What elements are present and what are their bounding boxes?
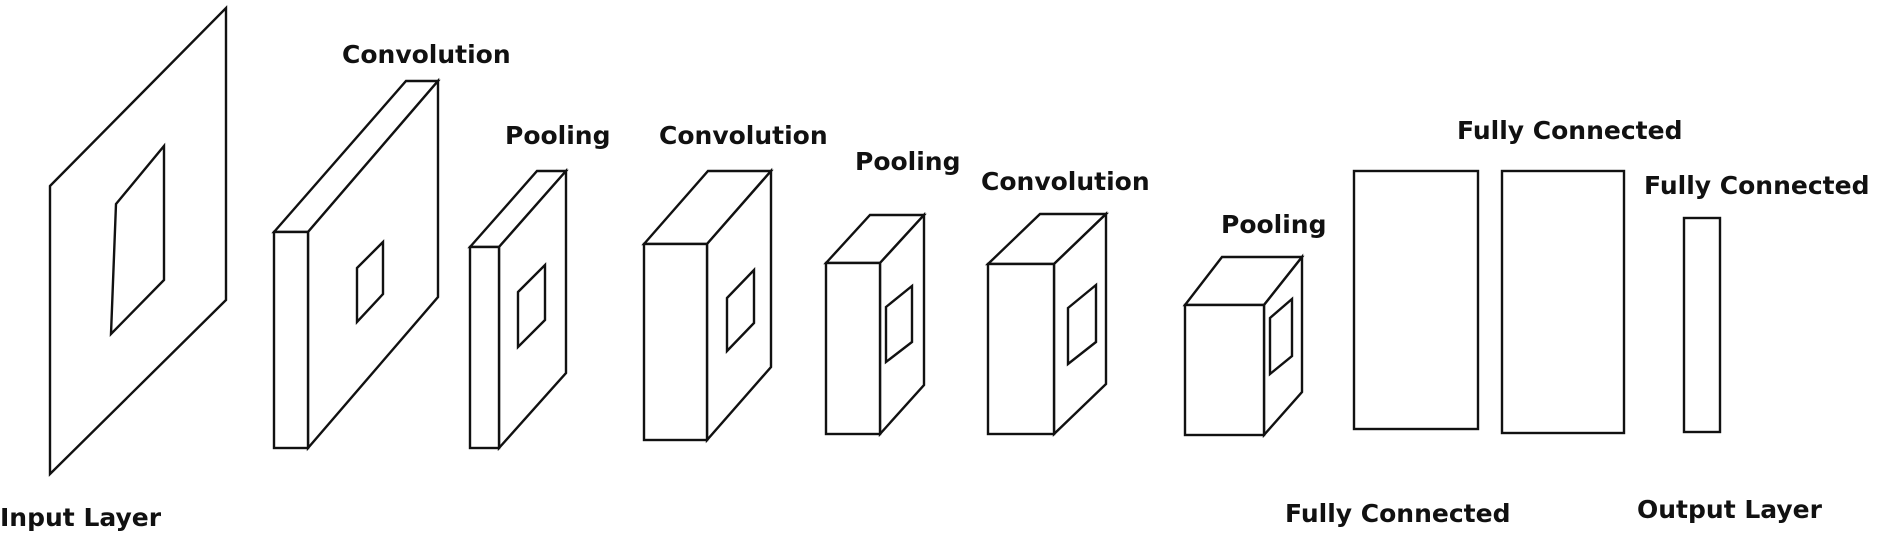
pooling-2-block — [823, 211, 927, 438]
pooling-3-block — [1182, 253, 1305, 439]
fully-connected-1-rect — [1352, 169, 1480, 431]
convolution-1-window — [355, 239, 385, 326]
input-layer-window — [109, 142, 166, 338]
convolution-3-block — [985, 211, 1109, 437]
label-output-layer: Output Layer — [1637, 495, 1823, 524]
label-pooling-2: Pooling — [855, 147, 961, 176]
convolution-1-block — [271, 77, 441, 452]
convolution-2-block — [641, 167, 774, 444]
pooling-1-window — [516, 262, 547, 350]
convolution-2-front — [642, 242, 709, 442]
convolution-3-window — [1066, 282, 1098, 367]
convolution-2-window — [725, 267, 756, 354]
output-layer-rect — [1682, 216, 1722, 434]
label-pooling-3: Pooling — [1221, 210, 1327, 239]
pooling-1-front — [468, 245, 501, 450]
pooling-2-front — [824, 261, 882, 436]
label-convolution-1: Convolution — [342, 40, 511, 69]
label-fully-connected-right: Fully Connected — [1644, 171, 1869, 200]
pooling-3-front — [1183, 303, 1266, 437]
pooling-1-block — [467, 167, 569, 452]
fully-connected-2-rect — [1500, 169, 1626, 435]
input-layer-shape — [48, 5, 228, 477]
convolution-1-front — [272, 230, 310, 450]
label-convolution-2: Convolution — [659, 121, 828, 150]
convolution-3-front — [986, 262, 1056, 436]
pooling-2-window — [884, 283, 914, 365]
label-convolution-3: Convolution — [981, 167, 1150, 196]
label-input-layer: Input Layer — [0, 503, 162, 532]
label-pooling-1: Pooling — [505, 121, 611, 150]
pooling-3-window — [1268, 296, 1294, 377]
label-fully-connected-top: Fully Connected — [1457, 116, 1682, 145]
label-fully-connected-bottom: Fully Connected — [1285, 499, 1510, 528]
